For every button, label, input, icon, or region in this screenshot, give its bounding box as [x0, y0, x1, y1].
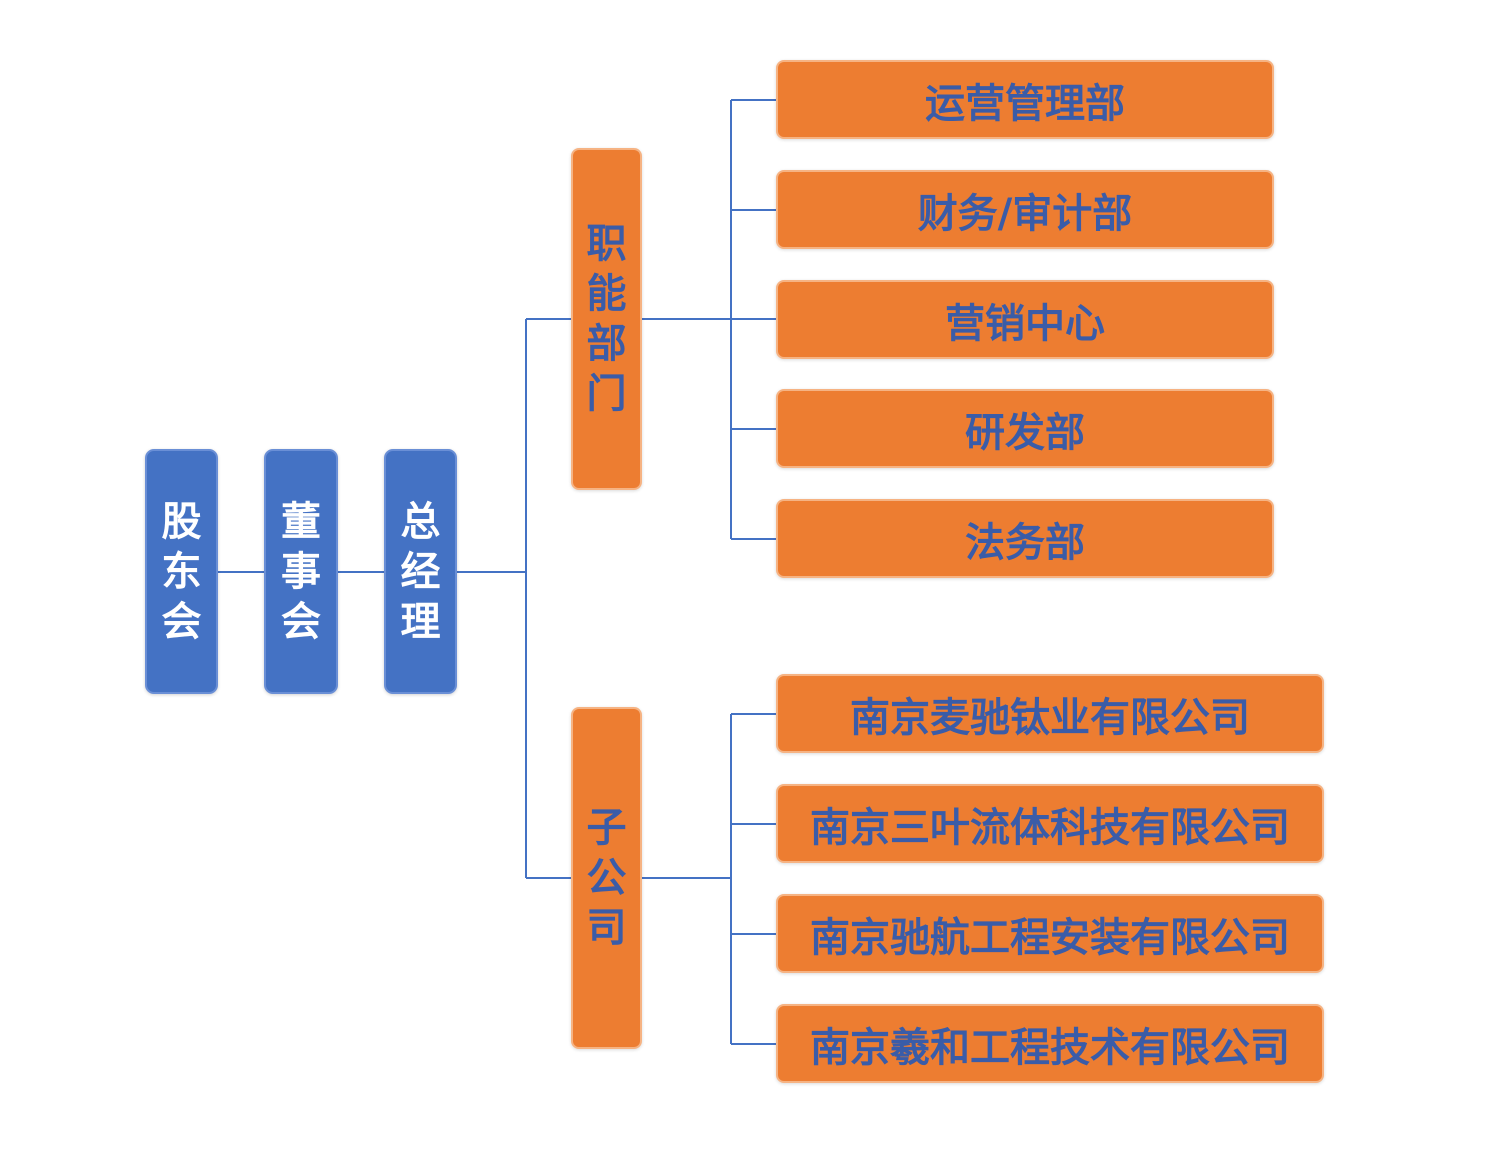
subsidiary-node: 南京羲和工程技术有限公司 — [776, 1004, 1324, 1083]
subsidiaries-label: 子公司 — [586, 805, 627, 951]
department-node: 研发部 — [776, 389, 1274, 468]
subsidiary-label: 南京麦驰钛业有限公司 — [850, 694, 1250, 741]
general-manager-label: 总经理 — [400, 498, 441, 645]
functional-departments-label: 职能部门 — [586, 221, 627, 417]
board-node: 董事会 — [264, 449, 338, 694]
subsidiaries-node: 子公司 — [571, 707, 642, 1049]
board-label: 董事会 — [281, 498, 321, 645]
department-label: 法务部 — [965, 519, 1085, 566]
department-label: 研发部 — [965, 409, 1085, 456]
department-node: 财务/审计部 — [776, 170, 1274, 249]
subsidiary-label: 南京驰航工程安装有限公司 — [810, 914, 1290, 961]
department-label: 运营管理部 — [925, 80, 1125, 127]
subsidiary-label: 南京三叶流体科技有限公司 — [810, 804, 1290, 851]
department-label: 营销中心 — [945, 300, 1105, 347]
subsidiary-node: 南京驰航工程安装有限公司 — [776, 894, 1324, 973]
shareholders-node: 股东会 — [145, 449, 218, 694]
department-label: 财务/审计部 — [917, 190, 1133, 237]
subsidiary-node: 南京三叶流体科技有限公司 — [776, 784, 1324, 863]
functional-departments-node: 职能部门 — [571, 148, 642, 490]
general-manager-node: 总经理 — [384, 449, 457, 694]
subsidiary-label: 南京羲和工程技术有限公司 — [810, 1024, 1290, 1071]
department-node: 营销中心 — [776, 280, 1274, 359]
department-node: 法务部 — [776, 499, 1274, 578]
subsidiary-node: 南京麦驰钛业有限公司 — [776, 674, 1324, 753]
shareholders-label: 股东会 — [161, 498, 202, 645]
department-node: 运营管理部 — [776, 60, 1274, 139]
